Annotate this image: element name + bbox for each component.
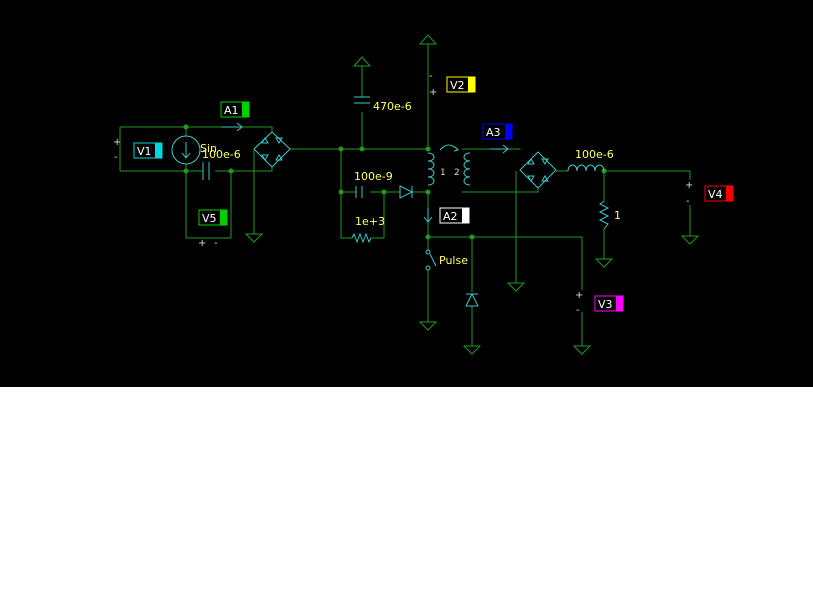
meter-v5[interactable]: V5 [198,209,228,226]
svg-text:-: - [576,305,580,316]
meter-v2[interactable]: V2 [446,76,476,93]
output-bridge-rectifier[interactable] [519,151,557,189]
snubber-diode[interactable] [399,185,414,199]
polarity-marks: + - + - - + + - + - [113,71,693,316]
current-arrows [222,122,509,223]
meter-v4[interactable]: V4 [704,185,734,202]
primary-winding-number: 1 [440,168,446,178]
input-capacitor[interactable] [202,162,210,180]
load-resistor[interactable] [598,200,610,230]
meter-color-swatch [505,124,512,139]
output-inductor-value: 100e-6 [575,148,614,161]
meter-color-swatch [616,296,623,311]
junction-dots [183,124,607,240]
svg-text:-: - [214,238,218,249]
meter-color-swatch [726,186,733,201]
svg-text:+: + [575,290,583,301]
meter-color-swatch [242,102,249,117]
transformer[interactable] [427,144,471,186]
meter-label-text: V1 [137,145,152,158]
meter-label-text: A1 [224,104,239,117]
input-capacitor-value: 100e-6 [202,148,241,161]
ground-symbols [244,34,700,355]
wires [119,44,691,346]
load-resistor-value: 1 [614,209,621,222]
freewheel-diode[interactable] [465,292,479,307]
empty-panel [0,387,813,600]
meter-a1[interactable]: A1 [220,101,250,118]
pulse-switch-label: Pulse [439,254,468,267]
meter-color-swatch [220,210,227,225]
snubber-capacitor-value: 100e-9 [354,170,393,183]
ac-source[interactable] [171,135,201,165]
svg-text:+: + [113,137,121,148]
input-bridge-rectifier[interactable] [253,131,291,168]
meter-label-text: A3 [486,126,501,139]
svg-text:+: + [685,180,693,191]
meter-label-text: V3 [598,298,613,311]
bulk-capacitor[interactable] [354,96,370,104]
svg-text:-: - [686,196,690,207]
svg-text:+: + [429,87,437,98]
snubber-capacitor[interactable] [355,186,363,198]
secondary-winding-number: 2 [454,168,460,178]
snubber-resistor-value: 1e+3 [355,215,385,228]
svg-text:-: - [429,71,433,82]
meter-a3[interactable]: A3 [482,123,513,140]
meter-label-text: V4 [708,188,723,201]
schematic-canvas[interactable]: Sin 100e-6 470e-6 100e-9 1e+3 1 2 [0,0,813,387]
meter-color-swatch [462,208,469,223]
bulk-capacitor-value: 470e-6 [373,100,412,113]
source-label: Sin [200,142,217,155]
svg-text:-: - [114,152,118,163]
meter-v1[interactable]: V1 [133,142,163,159]
snubber-resistor[interactable] [351,232,372,244]
output-inductor[interactable] [567,164,605,172]
meter-a2[interactable]: A2 [439,207,470,224]
pulse-switch[interactable] [425,249,437,271]
meter-v3[interactable]: V3 [594,295,624,312]
svg-text:+: + [198,238,206,249]
meter-color-swatch [468,77,475,92]
meter-color-swatch [155,143,162,158]
meter-label-text: A2 [443,210,458,223]
meter-label-text: V2 [450,79,465,92]
meter-label-text: V5 [202,212,217,225]
schematic-svg: Sin 100e-6 470e-6 100e-9 1e+3 1 2 [113,34,734,355]
